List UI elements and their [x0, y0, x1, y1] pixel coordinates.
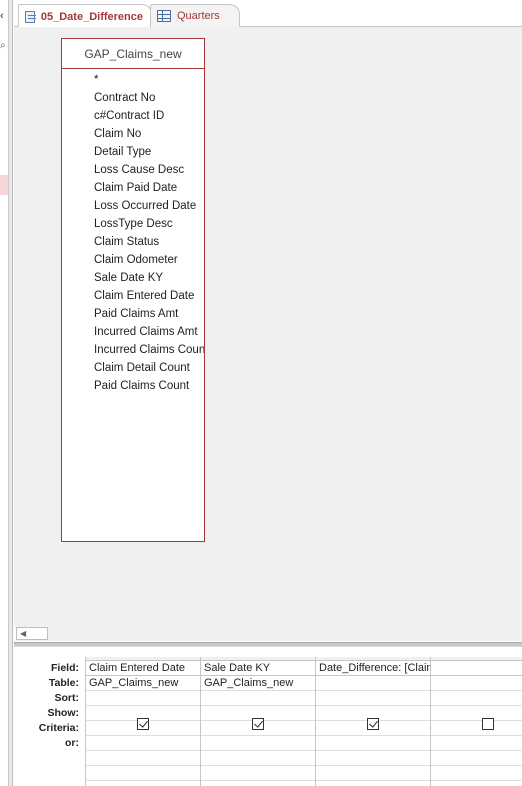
tab-label: Quarters: [177, 10, 220, 22]
field-cell[interactable]: [431, 661, 522, 676]
sort-cell[interactable]: [201, 691, 315, 706]
field-item[interactable]: Claim Status: [94, 236, 160, 248]
field-cell[interactable]: Claim Entered Date: [86, 661, 200, 676]
or-cell[interactable]: [431, 751, 522, 766]
grid-column-4[interactable]: [430, 657, 522, 786]
column-selector[interactable]: [86, 657, 200, 661]
row-label-or: or:: [65, 737, 79, 749]
row-label-table: Table:: [48, 677, 79, 689]
criteria-cell[interactable]: [201, 721, 315, 736]
field-list-title[interactable]: GAP_Claims_new: [62, 39, 204, 69]
column-selector[interactable]: [201, 657, 315, 661]
field-item[interactable]: Loss Occurred Date: [94, 200, 197, 212]
scroll-left-button[interactable]: ◀: [16, 627, 48, 640]
navigation-pane-splitter[interactable]: [9, 0, 13, 786]
document-tab-bar: 05_Date_Difference Quarters: [14, 0, 522, 28]
or-cell[interactable]: [431, 736, 522, 751]
table-cell[interactable]: [316, 676, 430, 691]
or-cell[interactable]: [431, 766, 522, 781]
grid-column-1[interactable]: Claim Entered Date GAP_Claims_new: [85, 657, 200, 786]
field-item[interactable]: Incurred Claims Count: [94, 344, 204, 356]
or-cell[interactable]: [86, 751, 200, 766]
field-item[interactable]: Contract No: [94, 92, 156, 104]
row-label-sort: Sort:: [54, 692, 80, 704]
sort-cell[interactable]: [86, 691, 200, 706]
row-label-field: Field:: [51, 662, 79, 674]
query-icon: [25, 10, 36, 23]
field-item[interactable]: *: [94, 74, 99, 86]
field-item[interactable]: Claim Detail Count: [94, 362, 190, 374]
selected-nav-item[interactable]: [0, 175, 8, 195]
pane-splitter[interactable]: [14, 642, 522, 647]
grid-row-labels: Field: Table: Sort: Show: Criteria: or:: [14, 661, 84, 751]
field-item[interactable]: Claim No: [94, 128, 142, 140]
table-cell[interactable]: [431, 676, 522, 691]
sort-cell[interactable]: [316, 691, 430, 706]
grid-column-2[interactable]: Sale Date KY GAP_Claims_new: [200, 657, 315, 786]
sort-cell[interactable]: [431, 691, 522, 706]
field-list-gap-claims-new[interactable]: GAP_Claims_new * Contract No c#Contract …: [61, 38, 205, 542]
field-list: * Contract No c#Contract ID Claim No Det…: [62, 69, 204, 395]
column-selector[interactable]: [431, 657, 522, 661]
field-item[interactable]: Detail Type: [94, 146, 152, 158]
or-cell[interactable]: [201, 736, 315, 751]
navigation-pane[interactable]: ‹ ⌕: [0, 0, 9, 786]
table-cell[interactable]: GAP_Claims_new: [201, 676, 315, 691]
tab-05-date-difference[interactable]: 05_Date_Difference: [18, 4, 152, 28]
query-design-canvas[interactable]: GAP_Claims_new * Contract No c#Contract …: [14, 27, 522, 627]
field-item[interactable]: Loss Cause Desc: [94, 164, 185, 176]
tab-quarters[interactable]: Quarters: [150, 4, 240, 27]
search-icon[interactable]: ⌕: [0, 40, 6, 51]
criteria-cell[interactable]: [316, 721, 430, 736]
criteria-cell[interactable]: [86, 721, 200, 736]
or-cell[interactable]: [316, 751, 430, 766]
row-label-show: Show:: [47, 707, 80, 719]
field-cell[interactable]: Sale Date KY: [201, 661, 315, 676]
close-icon[interactable]: ‹: [0, 10, 4, 22]
or-cell[interactable]: [201, 751, 315, 766]
show-checkbox[interactable]: [137, 718, 149, 730]
show-checkbox[interactable]: [482, 718, 494, 730]
or-cell[interactable]: [201, 766, 315, 781]
query-design-grid: Field: Table: Sort: Show: Criteria: or: …: [14, 647, 522, 786]
field-cell[interactable]: Date_Difference: [Claim Entered Date]: [316, 661, 430, 676]
table-cell[interactable]: GAP_Claims_new: [86, 676, 200, 691]
or-cell[interactable]: [316, 736, 430, 751]
or-cell[interactable]: [86, 736, 200, 751]
field-item[interactable]: Paid Claims Amt: [94, 308, 179, 320]
criteria-cell[interactable]: [431, 721, 522, 736]
show-checkbox[interactable]: [367, 718, 379, 730]
field-item[interactable]: Claim Paid Date: [94, 182, 178, 194]
or-cell[interactable]: [316, 766, 430, 781]
field-item[interactable]: Paid Claims Count: [94, 380, 190, 392]
grid-columns: Claim Entered Date GAP_Claims_new Sale D…: [85, 657, 522, 786]
grid-column-3[interactable]: Date_Difference: [Claim Entered Date]: [315, 657, 430, 786]
field-item[interactable]: LossType Desc: [94, 218, 173, 230]
show-cell: [431, 706, 522, 721]
show-checkbox[interactable]: [252, 718, 264, 730]
column-selector[interactable]: [316, 657, 430, 661]
field-item[interactable]: Incurred Claims Amt: [94, 326, 198, 338]
field-item[interactable]: Claim Entered Date: [94, 290, 195, 302]
horizontal-scrollbar[interactable]: ◀: [16, 627, 522, 641]
row-label-criteria: Criteria:: [38, 722, 79, 734]
triangle-left-icon: ◀: [20, 629, 27, 638]
tab-label: 05_Date_Difference: [40, 10, 143, 23]
field-item[interactable]: Claim Odometer: [94, 254, 178, 266]
table-icon: [157, 10, 171, 22]
field-item[interactable]: c#Contract ID: [94, 110, 165, 122]
or-cell[interactable]: [86, 766, 200, 781]
field-item[interactable]: Sale Date KY: [94, 272, 164, 284]
